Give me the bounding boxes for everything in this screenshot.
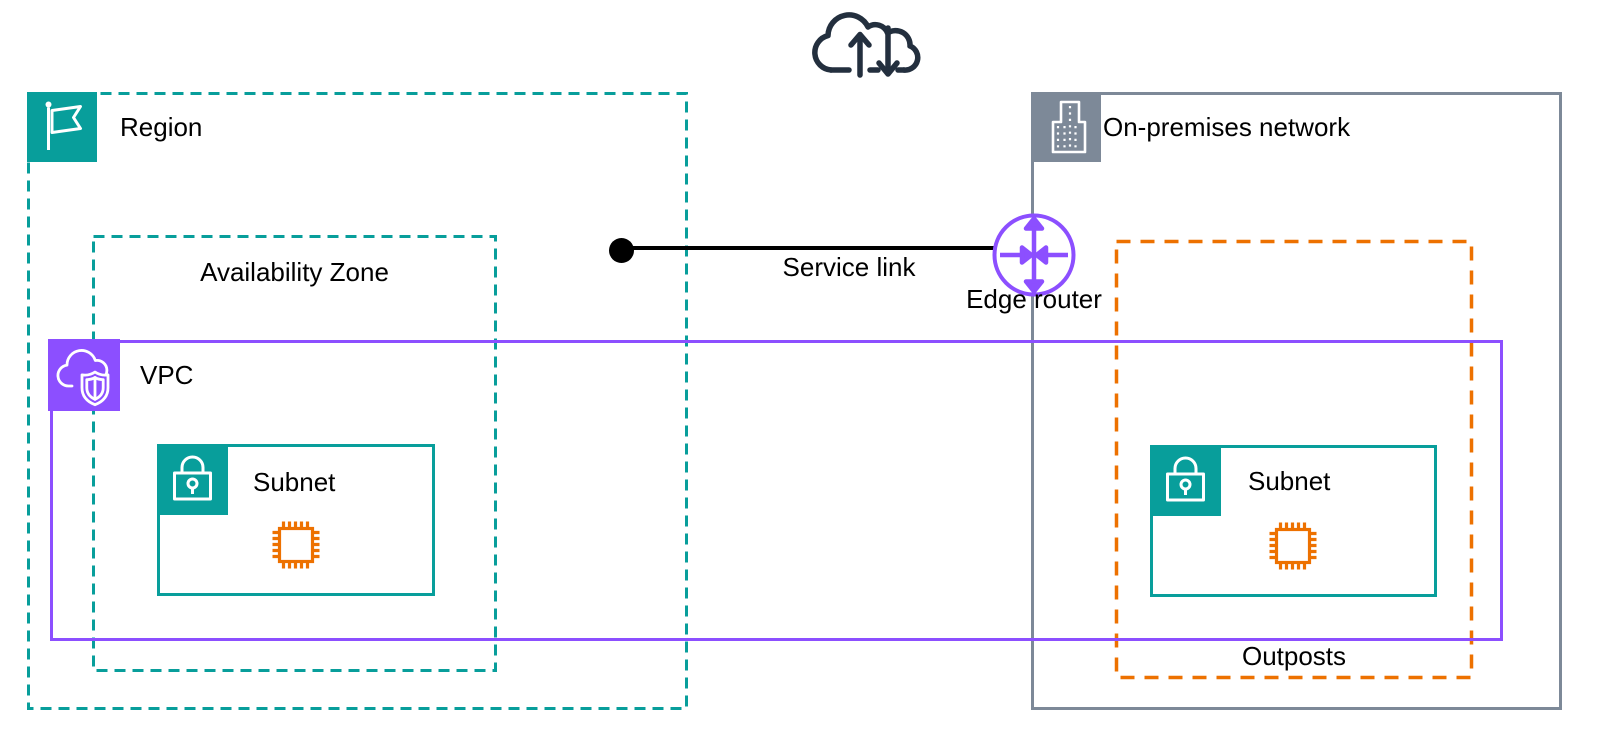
on-premises-network-label: On-premises network [1103,112,1351,142]
region-label: Region [120,112,203,142]
edge-router-label: Edge router [966,284,1102,314]
outposts-border [1114,239,1474,680]
availability-zone-label: Availability Zone [200,257,389,287]
outposts-label: Outposts [1241,641,1347,671]
chip-icon-left [272,521,320,569]
edge-router-icon [992,213,1076,297]
subnet-lock-icon-left [157,444,228,515]
subnet-box-right [1150,445,1437,597]
availability-zone-border [92,235,497,672]
service-link-endpoint-dot [609,238,634,263]
on-premises-building-icon [1031,92,1101,162]
chip-icon-right [1269,522,1317,570]
cloud-up-down-arrows-icon [812,12,921,78]
region-box [27,92,688,710]
vpc-cloud-shield-icon [48,339,120,411]
subnet-label-left: Subnet [253,467,336,497]
outposts-box: Outposts [1114,239,1474,680]
subnet-lock-icon-right [1150,445,1221,516]
vpc-box [50,340,1503,641]
vpc-label: VPC [140,360,194,390]
region-flag-icon [27,92,97,162]
subnet-label-right: Subnet [1248,466,1331,496]
service-link-label: Service link [782,252,916,282]
service-link-line [633,246,995,250]
availability-zone-box: Availability Zone [92,235,497,672]
subnet-box-left [157,444,435,596]
region-border [27,92,688,710]
on-premises-network-box [1031,92,1562,710]
